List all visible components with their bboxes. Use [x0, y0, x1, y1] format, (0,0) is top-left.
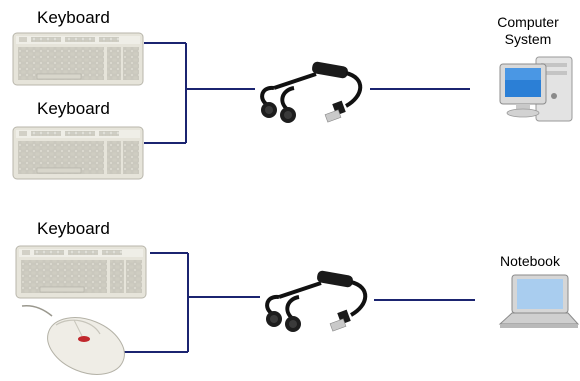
keyboard-label-top-1: Keyboard	[37, 8, 110, 27]
connection-lines-bottom	[120, 252, 475, 353]
keyboard-top-2	[12, 126, 144, 180]
y-adapter-cable-top	[259, 58, 363, 125]
notebook-label: Notebook	[500, 253, 560, 269]
y-adapter-cable-bottom	[264, 267, 368, 334]
computer-system-icon	[499, 56, 573, 122]
mouse	[21, 304, 125, 375]
computer-system-label-line2: System	[504, 31, 552, 47]
keyboard-top-1	[12, 32, 144, 86]
keyboard-bottom	[15, 245, 147, 299]
keyboard-label-bottom: Keyboard	[37, 219, 110, 238]
connection-lines-top	[144, 42, 470, 144]
computer-system-label: Computer System	[488, 14, 568, 48]
keyboard-label-top-2: Keyboard	[37, 99, 110, 118]
notebook-icon	[498, 274, 580, 328]
computer-system-label-line1: Computer	[497, 14, 559, 30]
